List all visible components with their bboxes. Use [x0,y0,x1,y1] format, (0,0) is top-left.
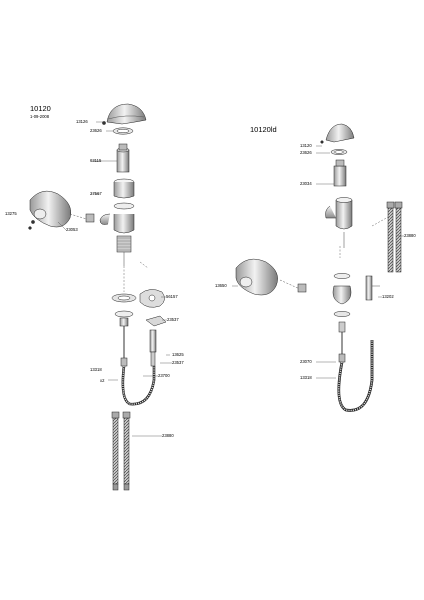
part-label-13126: 13126 [76,119,88,124]
part-label-63115: 63115 [90,158,102,163]
part-label-x2: x2 [100,378,105,383]
part-label-27567: 27567 [90,191,102,196]
part-label-23626-right: 23626 [300,150,312,155]
part-label-13120: 13120 [300,143,312,148]
part-label-23070: 23070 [300,359,312,364]
part-label-13650: 13650 [215,283,227,288]
part-label-13318-right: 13318 [300,375,312,380]
part-label-23626: 23626 [90,128,102,133]
part-label-56157: 56157 [166,294,178,299]
right-assembly [232,123,404,412]
part-label-23034: 23034 [300,181,312,186]
left-model-number: 10120 [30,104,51,113]
part-label-23053: 23053 [66,227,78,232]
part-label-23700: 23700 [158,373,170,378]
part-label-23880: 23880 [162,433,174,438]
part-label-23880-right: 23880 [404,233,416,238]
part-label-23537-top: 23537 [167,317,179,322]
part-label-13625: 13625 [172,352,184,357]
left-date: 1-09-2008 [30,114,50,119]
part-label-23537-bottom: 23537 [172,360,184,365]
part-label-13275: 13275 [5,211,17,216]
part-label-13318: 13318 [90,367,102,372]
part-label-13202: 13202 [382,294,394,299]
left-assembly [28,103,172,491]
right-model-number: 10120ld [250,125,277,134]
